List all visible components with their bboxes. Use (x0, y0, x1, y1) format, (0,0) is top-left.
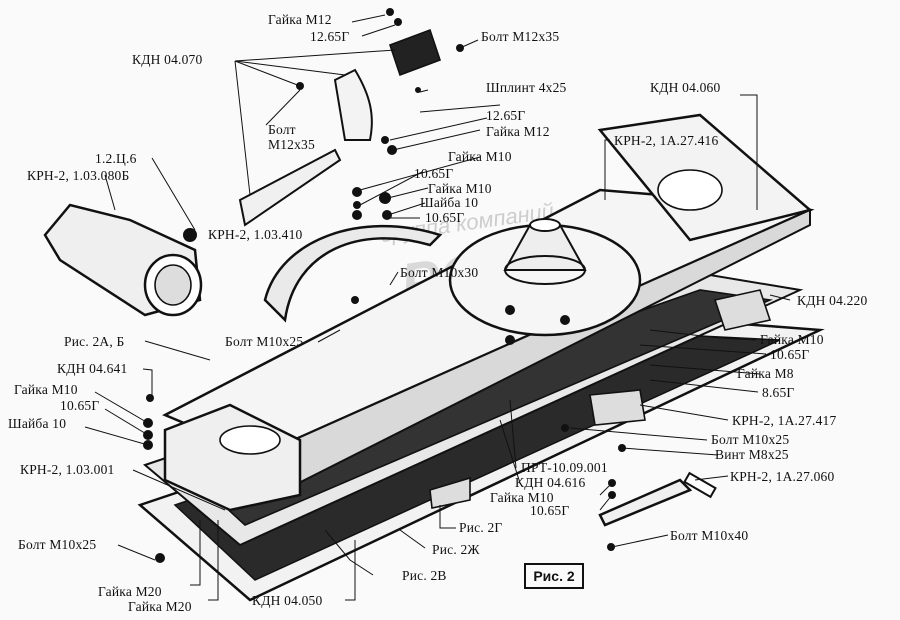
label-washer-1065-left: 10.65Г (60, 398, 100, 413)
label-gaika-m10-a: Гайка М10 (448, 149, 512, 164)
label-ris-2zh: Рис. 2Ж (432, 542, 480, 557)
lever (598, 478, 693, 527)
label-washer-865: 8.65Г (762, 385, 795, 400)
label-krn-103410: КРН-2, 1.03.410 (208, 227, 303, 242)
label-krn-1a27060: КРН-2, 1А.27.060 (730, 469, 835, 484)
bracket-04220 (713, 289, 772, 331)
label-washer-1065-a: 10.65Г (414, 166, 454, 181)
label-gaika-m10-right: Гайка М10 (760, 332, 824, 347)
label-washer-1265-mid: 12.65Г (486, 108, 526, 123)
label-krn-1a27417: КРН-2, 1А.27.417 (732, 413, 837, 428)
label-gaika-m10-b: Гайка М10 (428, 181, 492, 196)
label-kdn-04641: КДН 04.641 (57, 361, 128, 376)
label-gaika-m10-bottom: Гайка М10 (490, 490, 554, 505)
label-washer-1065-bottom: 10.65Г (530, 503, 570, 518)
label-ris-2ab: Рис. 2А, Б (64, 334, 125, 349)
label-gaika-m20-b: Гайка М20 (128, 599, 192, 614)
label-prt-1009001: ПРТ-10.09.001 (521, 460, 608, 475)
label-gaika-m8: Гайка М8 (737, 366, 794, 381)
label-kdn-04220: КДН 04.220 (797, 293, 868, 308)
label-ris-2v: Рис. 2В (402, 568, 447, 583)
label-kdn-04060: КДН 04.060 (650, 80, 721, 95)
bracket-2g (429, 476, 471, 509)
label-bolt-left-2: М12х35 (268, 137, 315, 152)
curved-guard (263, 224, 443, 323)
label-gaika-m12-top: Гайка М12 (268, 12, 332, 27)
label-kdn-04050: КДН 04.050 (252, 593, 323, 608)
label-kdn-04070: КДН 04.070 (132, 52, 203, 67)
label-krn-1a27416: КРН-2, 1А.27.416 (614, 133, 719, 148)
label-vint-m8x25: Винт М8х25 (715, 447, 789, 462)
label-bolt-m10x25-left: Болт М10х25 (18, 537, 97, 552)
yoke (388, 28, 442, 77)
label-washer-1265-top: 12.65Г (310, 29, 350, 44)
label-shaiba-10-left: Шайба 10 (8, 416, 67, 431)
label-kdn-04616: КДН 04.616 (515, 475, 586, 490)
label-washer-1065-b: 10.65Г (425, 210, 465, 225)
label-washer-1065-right: 10.65Г (770, 347, 810, 362)
label-bolt-m10x25-mid: Болт М10х25 (225, 334, 304, 349)
label-bolt-m12x35-right: Болт М12х35 (481, 29, 560, 44)
label-gaika-m10-left: Гайка М10 (14, 382, 78, 397)
label-gaika-m20-a: Гайка М20 (98, 584, 162, 599)
label-shplint: Шплинт 4х25 (486, 80, 567, 95)
label-bolt-m10x40: Болт М10х40 (670, 528, 749, 543)
plate-04070 (238, 148, 342, 227)
label-bolt-m10x25-right: Болт М10х25 (711, 432, 790, 447)
label-krn-103001: КРН-2, 1.03.001 (20, 462, 115, 477)
bracket-417 (589, 389, 646, 426)
bracket-04070 (333, 68, 373, 141)
figure-caption: Рис. 2 (524, 563, 584, 589)
label-c126: 1.2.Ц.6 (95, 151, 137, 166)
label-shaiba-10-a: Шайба 10 (420, 195, 479, 210)
label-bolt-m10x30: Болт М10х30 (400, 265, 479, 280)
label-ris-2g: Рис. 2Г (459, 520, 503, 535)
label-bolt-left-1: Болт (268, 122, 296, 137)
label-krn-103080b: КРН-2, 1.03.080Б (27, 168, 130, 183)
label-gaika-m12-mid: Гайка М12 (486, 124, 550, 139)
